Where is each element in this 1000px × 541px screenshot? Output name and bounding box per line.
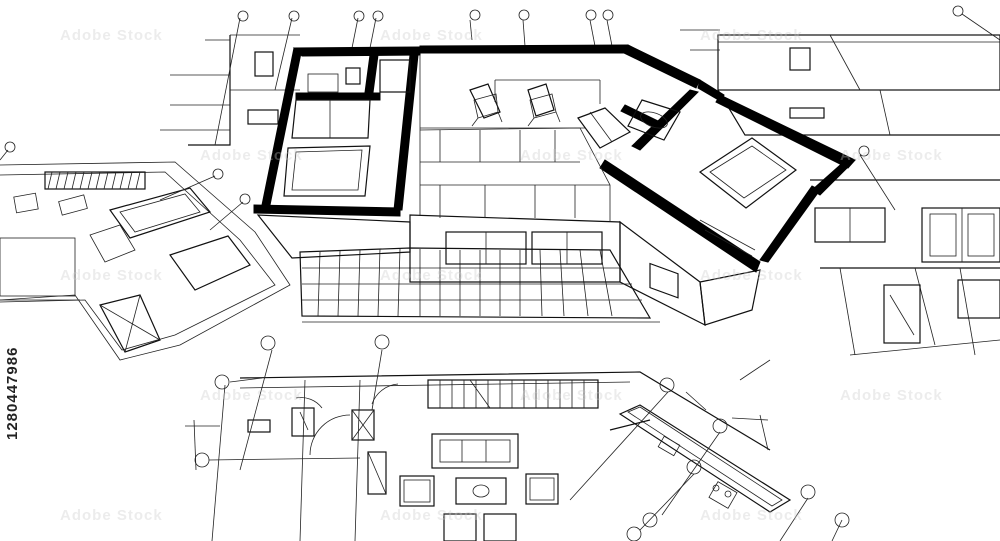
svg-text:Adobe Stock: Adobe Stock (840, 147, 943, 164)
svg-text:Adobe Stock: Adobe Stock (380, 267, 483, 284)
svg-text:Adobe Stock: Adobe Stock (60, 267, 163, 284)
svg-text:Adobe Stock: Adobe Stock (380, 27, 483, 44)
bed-icon (283, 145, 371, 197)
svg-text:Adobe Stock: Adobe Stock (380, 507, 483, 524)
svg-text:Adobe Stock: Adobe Stock (700, 27, 803, 44)
stock-id-text: 1280447986 (4, 346, 21, 440)
svg-text:Adobe Stock: Adobe Stock (60, 27, 163, 44)
left-floor-plan (0, 141, 291, 361)
svg-text:Adobe Stock: Adobe Stock (840, 387, 943, 404)
bed-icon (698, 137, 798, 209)
chair-icon (527, 83, 561, 127)
chair-icon (469, 83, 503, 127)
svg-text:Adobe Stock: Adobe Stock (200, 147, 303, 164)
svg-text:Adobe Stock: Adobe Stock (520, 147, 623, 164)
top-right-elevation (469, 5, 1000, 136)
svg-text:Adobe Stock: Adobe Stock (520, 387, 623, 404)
stair-icon (427, 379, 599, 409)
stock-id-label: 1280447986 (4, 290, 28, 450)
top-left-elevation (160, 10, 384, 146)
svg-text:Adobe Stock: Adobe Stock (700, 267, 803, 284)
watermark: Adobe Stock Adobe Stock Adobe Stock Adob… (60, 27, 943, 524)
svg-text:Adobe Stock: Adobe Stock (200, 387, 303, 404)
sofa-icon (431, 433, 519, 469)
right-facade (739, 145, 1000, 381)
house-plan-3d-icon (253, 44, 856, 327)
floor-plan-icon (185, 334, 850, 541)
svg-text:Adobe Stock: Adobe Stock (60, 507, 163, 524)
svg-text:Adobe Stock: Adobe Stock (700, 507, 803, 524)
